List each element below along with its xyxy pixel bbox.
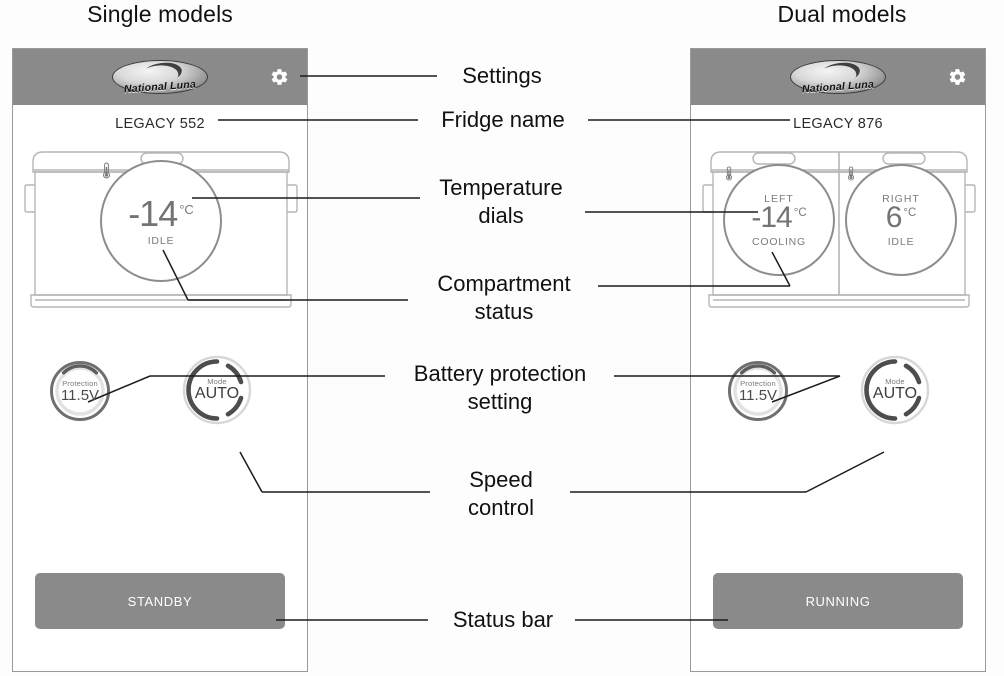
temperature-dial-left[interactable]: LEFT -14 °C (723, 164, 835, 276)
unit-column: °C (103, 162, 194, 218)
fridge-illustration-single: -14 °C (23, 140, 298, 310)
annotation-temperature-dials: Temperature dials (439, 175, 563, 229)
annotation-fridge-name: Fridge name (441, 107, 565, 132)
speed-control-knob[interactable]: Mode AUTO (181, 354, 253, 426)
dual-model-app-panel: National Luna LEGACY 876 (690, 48, 986, 672)
fridge-name-single: LEGACY 552 (115, 116, 205, 132)
protection-value: 11.5V (60, 386, 100, 404)
speed-control-knob[interactable]: Mode AUTO (859, 354, 931, 426)
knob-controls-single: Protection 11.5V Mode AUTO (13, 334, 307, 454)
app-header-dual: National Luna (691, 49, 985, 105)
unit-column: °C (847, 166, 917, 222)
national-luna-logo: National Luna (790, 60, 886, 95)
battery-protection-knob[interactable]: Protection 11.5V (727, 360, 789, 422)
fridge-line-drawing (24, 151, 298, 308)
dial-readout: -14 °C (725, 166, 807, 234)
mode-ring-graphic (860, 355, 930, 425)
battery-protection-knob[interactable]: Protection 11.5V (49, 360, 111, 422)
mode-label: Mode (885, 377, 905, 387)
dial-readout: 6 °C (847, 166, 917, 234)
compartment-side-label: LEFT (764, 192, 794, 205)
unit-column: °C (725, 166, 807, 222)
compartment-status: COOLING (751, 235, 807, 248)
section-title-single: Single models (87, 1, 233, 27)
gear-icon[interactable] (948, 68, 967, 87)
mode-value: AUTO (194, 385, 240, 403)
annotation-battery-protection: Battery protection setting (413, 361, 587, 415)
temperature-unit: °C (793, 206, 807, 219)
temperature-value: -14 (751, 200, 792, 234)
fridge-name-dual: LEGACY 876 (793, 116, 883, 132)
temperature-dial-right[interactable]: RIGHT 6 °C (845, 164, 957, 276)
logo-oval-shape (790, 60, 886, 94)
temperature-dial-single[interactable]: -14 °C (100, 160, 222, 282)
protection-value: 11.5V (738, 386, 778, 404)
annotation-speed-control: Speed control (467, 467, 535, 521)
temperature-unit: °C (903, 206, 917, 219)
logo-oval-shape (112, 60, 208, 94)
status-bar-single[interactable]: STANDBY (35, 573, 285, 629)
temperature-value: -14 (128, 192, 178, 234)
temperature-unit: °C (179, 202, 194, 217)
mode-label: Mode (207, 377, 227, 387)
single-model-app-panel: National Luna LEGACY 552 (12, 48, 308, 672)
mode-ring-graphic (182, 355, 252, 425)
compartment-status: IDLE (147, 234, 175, 247)
compartment-status: IDLE (887, 235, 915, 248)
gear-icon[interactable] (270, 68, 289, 87)
protection-label: Protection (740, 378, 776, 388)
fridge-illustration-dual: LEFT -14 °C (701, 140, 976, 310)
annotation-compartment-status: Compartment status (437, 271, 571, 325)
dial-readout: -14 °C (103, 162, 194, 234)
protection-label: Protection (62, 378, 98, 388)
status-bar-dual[interactable]: RUNNING (713, 573, 963, 629)
knob-controls-dual: Protection 11.5V Mode AUTO (691, 334, 985, 454)
national-luna-logo: National Luna (112, 60, 208, 95)
annotation-status-bar: Status bar (452, 607, 554, 632)
app-header-single: National Luna (13, 49, 307, 105)
section-title-dual: Dual models (777, 1, 907, 27)
temperature-value: 6 (885, 200, 903, 234)
mode-value: AUTO (872, 385, 918, 403)
annotation-settings: Settings (462, 63, 542, 88)
compartment-side-label: RIGHT (882, 192, 920, 205)
